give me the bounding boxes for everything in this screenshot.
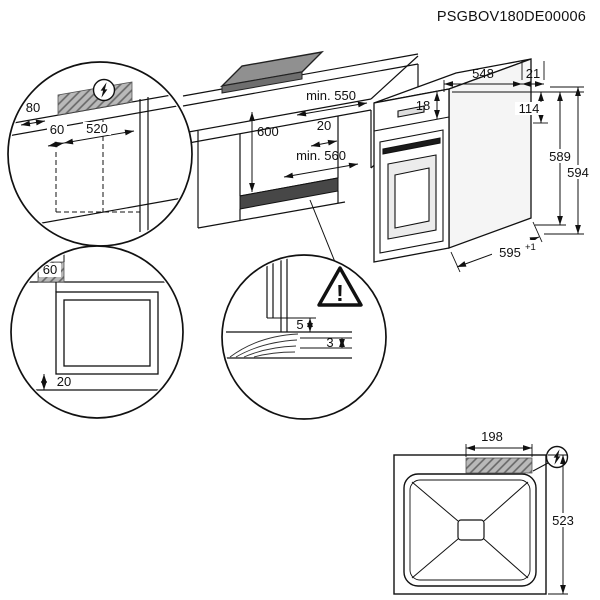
dim-connection-depth-label: 523 — [552, 513, 574, 528]
detail-rear-corner: 60 20 — [10, 245, 184, 419]
dim-oven-depth-label: 548 — [472, 66, 494, 81]
cabinet-isometric-view: min. 550 600 20 min. 560 — [182, 50, 419, 263]
dim-connection-zone-label: 60 — [50, 122, 64, 137]
oven-dimensions: 548 21 18 114 589 594 595 +1 — [416, 61, 593, 273]
control-display — [397, 105, 425, 118]
power-connection-icon — [92, 78, 116, 102]
dim-oven-width-tolerance: +1 — [525, 242, 536, 253]
dim-body-height-label: 589 — [549, 149, 571, 164]
control-panel-line — [373, 116, 450, 132]
dim-niche-height-label: 600 — [257, 124, 279, 139]
dim-gap-bottom-label: 3 — [326, 335, 333, 350]
dim-gap-top-label: 5 — [296, 317, 303, 332]
hob-front-edge — [221, 71, 303, 94]
dim-overall-height-label: 594 — [567, 165, 589, 180]
detail-electrical-connection: 80 60 520 — [7, 61, 193, 247]
detail-gap-content: 5 3 ! — [226, 258, 363, 359]
connection-strip-hatch — [465, 457, 533, 474]
cabinet-dimensions: min. 550 600 20 min. 560 — [249, 88, 368, 192]
warning-triangle-icon — [317, 266, 363, 307]
dim-top-inset-label: 18 — [416, 98, 430, 113]
detail-circle-frame — [10, 245, 184, 419]
oven-side-face — [448, 58, 532, 249]
oven-cavity-inner — [409, 479, 531, 581]
dim-connection-offset-label: 80 — [26, 100, 40, 115]
dim-niche-depth-label: min. 550 — [306, 88, 356, 103]
document-code: PSGBOV180DE00006 — [437, 9, 586, 25]
dim-panel-height-label: 114 — [519, 101, 540, 116]
cavity-center-plate — [457, 519, 485, 541]
wood-grain — [229, 333, 299, 358]
oven-door — [379, 129, 444, 254]
oven-top-view: 198 523 — [393, 429, 578, 595]
oven-front-details — [373, 105, 450, 254]
detail-worktop-gap: 5 3 ! — [221, 254, 387, 420]
oven-isometric-view: 548 21 18 114 589 594 595 +1 — [373, 58, 593, 273]
detail-corner-content: 60 20 — [27, 252, 167, 391]
cabinet-outline-top — [393, 454, 547, 595]
dim-connection-depth-label: 520 — [86, 121, 108, 136]
dim-connection-width-label: 198 — [481, 429, 503, 444]
dim-rear-gap-label: 20 — [317, 118, 331, 133]
detail-leader-line — [309, 199, 336, 263]
power-connection-icon — [545, 445, 569, 469]
power-leader-line — [532, 462, 549, 472]
ventilation-strip — [239, 177, 339, 210]
dim-rear-clearance-label: 21 — [526, 66, 540, 81]
warning-exclamation: ! — [336, 280, 344, 306]
dim-corner-front-label: 20 — [57, 374, 71, 389]
dim-corner-rear-label: 60 — [43, 262, 57, 277]
dim-niche-width-label: min. 560 — [296, 148, 346, 163]
detail-circle-frame — [221, 254, 387, 420]
dim-oven-width-label: 595 — [499, 245, 521, 260]
door-window-inner — [394, 167, 430, 229]
cavity-diagonals — [411, 481, 529, 579]
door-handle — [382, 137, 441, 155]
